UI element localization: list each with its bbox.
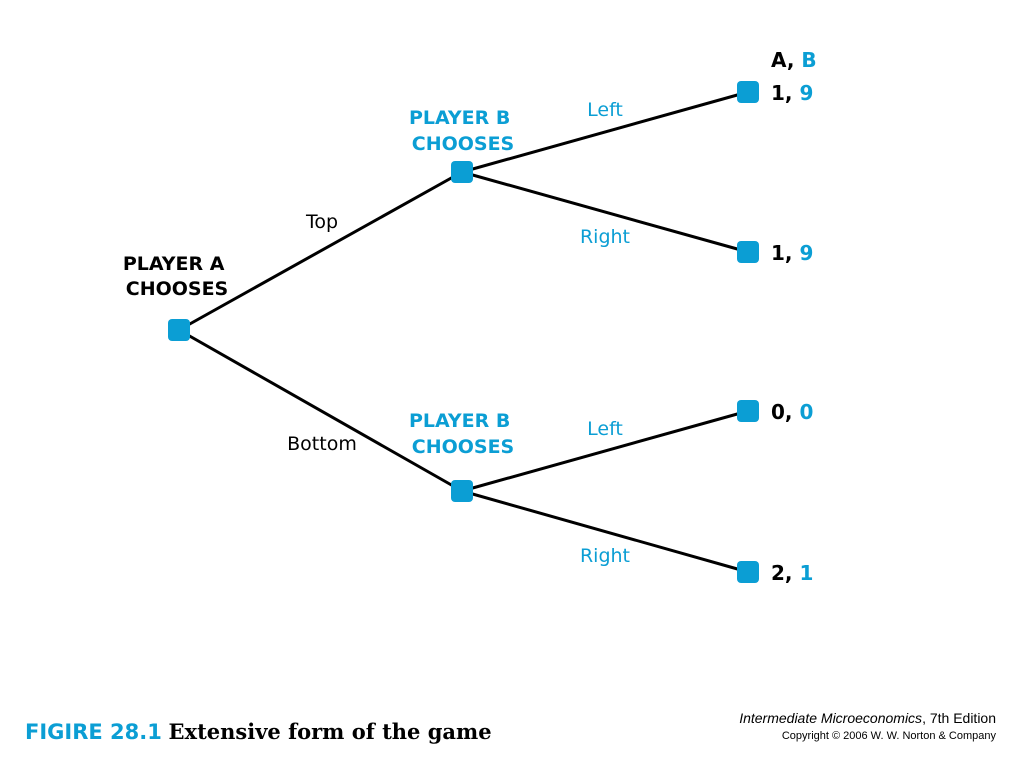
payoff-top-left: 1, 9 xyxy=(771,81,813,105)
payoff-bottom-left-a: 0 xyxy=(771,400,785,424)
payoff-top-left-b: 9 xyxy=(799,81,813,105)
edge-bottom-left xyxy=(460,409,750,493)
edge-bottom xyxy=(177,328,464,493)
edge-label-top: Top xyxy=(305,211,338,233)
publisher-credit: Intermediate Microeconomics, 7th Edition… xyxy=(739,710,996,742)
player-b-top-label: PLAYER B CHOOSES xyxy=(409,107,517,155)
figure-caption: FIGIRE 28.1 Extensive form of the game xyxy=(25,719,492,744)
payoff-header-a: A xyxy=(771,48,787,72)
payoff-header: A, B xyxy=(771,48,817,72)
terminal-node-bottom-right xyxy=(737,561,759,583)
player-b-bottom-label: PLAYER B CHOOSES xyxy=(409,410,517,458)
payoff-header-b: B xyxy=(801,48,816,72)
figure-number: FIGIRE 28.1 xyxy=(25,720,162,744)
payoff-top-right-a: 1 xyxy=(771,241,785,265)
player-b-bottom-label-line1: PLAYER B xyxy=(409,410,510,432)
edge-label-top-left: Left xyxy=(587,99,623,121)
player-b-top-label-line2: CHOOSES xyxy=(412,133,515,155)
terminal-node-top-right xyxy=(737,241,759,263)
figure-title: Extensive form of the game xyxy=(168,719,492,744)
payoff-bottom-left: 0, 0 xyxy=(771,400,813,424)
edge-top-right xyxy=(460,170,750,254)
book-credit: Intermediate Microeconomics, 7th Edition xyxy=(739,710,996,726)
terminal-node-top-left xyxy=(737,81,759,103)
payoff-bottom-right-b: 1 xyxy=(799,561,813,585)
player-b-bottom-label-line2: CHOOSES xyxy=(412,436,515,458)
edge-label-bottom: Bottom xyxy=(287,433,357,455)
book-title: Intermediate Microeconomics xyxy=(739,710,923,726)
payoff-bottom-right: 2, 1 xyxy=(771,561,813,585)
node-player-b-bottom xyxy=(451,480,473,502)
player-a-label: PLAYER A CHOOSES xyxy=(123,253,231,300)
copyright-notice: Copyright © 2006 W. W. Norton & Company xyxy=(781,730,996,742)
edge-label-bottom-left: Left xyxy=(587,418,623,440)
node-player-a xyxy=(168,319,190,341)
edge-bottom-right xyxy=(460,489,750,574)
payoff-top-right-b: 9 xyxy=(799,241,813,265)
edge-top-left xyxy=(460,90,750,174)
payoff-bottom-left-b: 0 xyxy=(799,400,813,424)
edge-label-bottom-right: Right xyxy=(580,545,630,567)
payoff-top-left-a: 1 xyxy=(771,81,785,105)
payoff-bottom-right-a: 2 xyxy=(771,561,785,585)
edge-top xyxy=(177,170,464,332)
player-b-top-label-line1: PLAYER B xyxy=(409,107,510,129)
edge-label-top-right: Right xyxy=(580,226,630,248)
node-player-b-top xyxy=(451,161,473,183)
player-a-label-line2: CHOOSES xyxy=(126,278,229,300)
book-edition: , 7th Edition xyxy=(922,710,996,726)
payoff-top-right: 1, 9 xyxy=(771,241,813,265)
terminal-node-bottom-left xyxy=(737,400,759,422)
player-a-label-line1: PLAYER A xyxy=(123,253,225,275)
